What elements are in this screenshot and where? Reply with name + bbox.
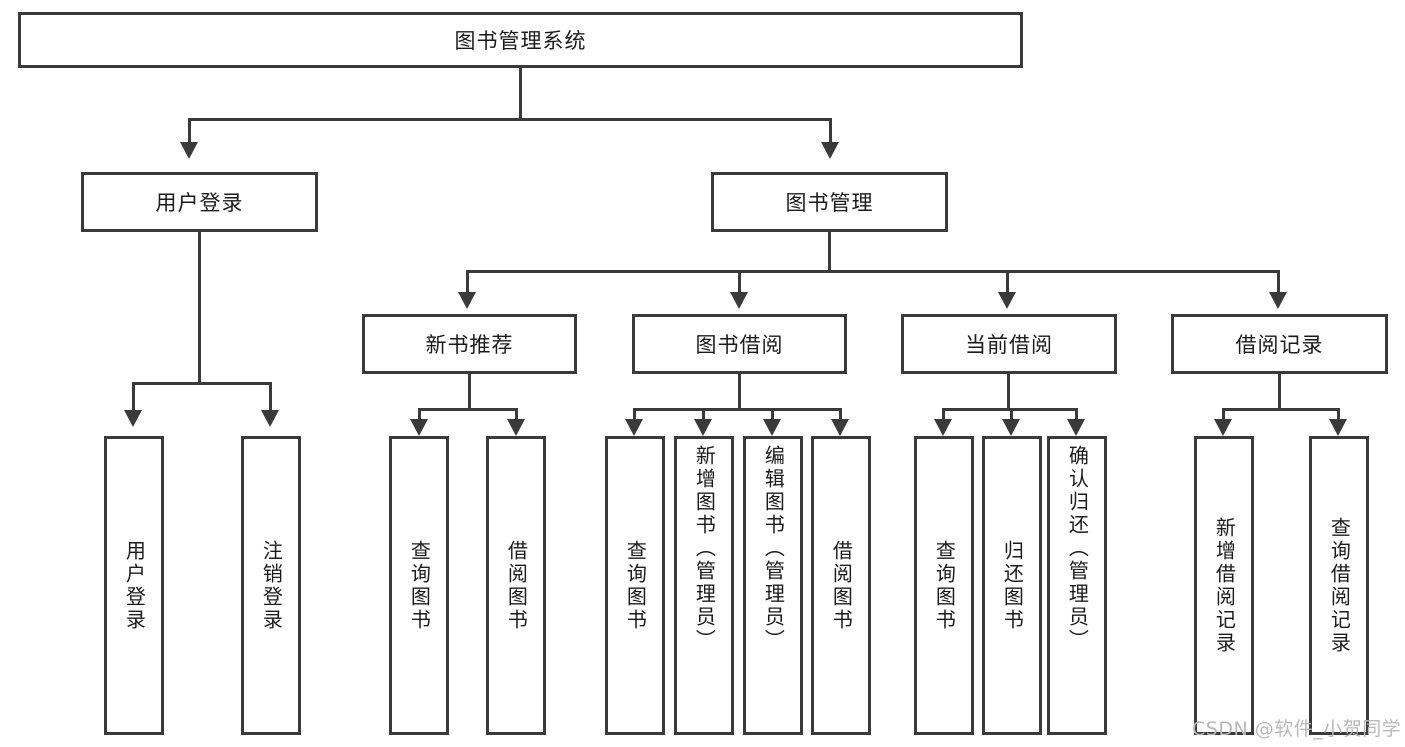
arrowhead-book-borrow-leaf2 xyxy=(694,419,712,436)
arrowhead-book-borrow-leaf4 xyxy=(831,419,849,436)
leaf-label: 查询图书 xyxy=(407,539,432,632)
node-label: 新书推荐 xyxy=(425,333,514,357)
leaf-label: 借阅图书 xyxy=(829,539,854,632)
leaf-borrow-book-recommend[interactable]: 借阅图书 xyxy=(486,436,546,735)
leaf-query-book-recommend[interactable]: 查询图书 xyxy=(389,436,449,735)
node-label: 用户登录 xyxy=(155,191,244,215)
node-label: 图书借阅 xyxy=(695,333,784,357)
arrowhead-user-login-leaf1 xyxy=(124,410,142,427)
arrowhead-to-current-borrow xyxy=(998,292,1016,309)
node-new-book-recommend[interactable]: 新书推荐 xyxy=(362,314,577,374)
leaf-query-book-current[interactable]: 查询图书 xyxy=(914,436,974,735)
arrowhead-borrow-record-leaf2 xyxy=(1329,419,1347,436)
connector-book-borrow-leaf3 xyxy=(771,408,774,426)
node-current-borrow[interactable]: 当前借阅 xyxy=(901,314,1117,374)
leaf-query-book-borrow[interactable]: 查询图书 xyxy=(605,436,665,735)
connector-root-to-user-login xyxy=(188,118,191,147)
leaf-borrow-book[interactable]: 借阅图书 xyxy=(811,436,871,735)
arrowhead-to-borrow-record xyxy=(1269,292,1287,309)
connector-to-new-book xyxy=(466,270,469,296)
node-user-login[interactable]: 用户登录 xyxy=(81,172,318,232)
arrowhead-to-new-book xyxy=(458,292,476,309)
leaf-label: 借阅图书 xyxy=(504,539,529,632)
connector-current-borrow-bus xyxy=(942,408,1075,411)
connector-to-borrow-record xyxy=(1277,270,1280,296)
leaf-label: 编辑图书（管理员） xyxy=(761,445,786,652)
leaf-confirm-return-admin[interactable]: 确认归还（管理员） xyxy=(1047,436,1107,735)
connector-user-login-leaf2 xyxy=(269,382,272,413)
leaf-add-book-admin[interactable]: 新增图书（管理员） xyxy=(674,436,734,735)
node-label: 借阅记录 xyxy=(1235,333,1324,357)
connector-user-login-bus xyxy=(132,382,272,385)
connector-book-manage-bus xyxy=(466,270,1278,273)
connector-book-borrow-stem xyxy=(738,374,741,410)
connector-user-login-stem xyxy=(198,232,201,382)
leaf-label: 归还图书 xyxy=(1000,539,1025,632)
leaf-return-book[interactable]: 归还图书 xyxy=(982,436,1042,735)
connector-current-borrow-leaf2 xyxy=(1010,408,1013,426)
arrowhead-book-borrow-leaf1 xyxy=(625,419,643,436)
arrowhead-user-login-leaf2 xyxy=(261,410,279,427)
connector-book-borrow-leaf1 xyxy=(633,408,636,426)
arrowhead-current-borrow-leaf2 xyxy=(1002,419,1020,436)
connector-root-to-book-manage xyxy=(829,118,832,147)
connector-book-borrow-leaf4 xyxy=(839,408,842,426)
arrowhead-current-borrow-leaf1 xyxy=(934,419,952,436)
arrowhead-current-borrow-leaf3 xyxy=(1067,419,1085,436)
arrowhead-root-to-user-login xyxy=(180,142,198,159)
connector-new-book-stem xyxy=(468,374,471,410)
node-borrow-record[interactable]: 借阅记录 xyxy=(1171,314,1388,374)
connector-borrow-record-leaf1 xyxy=(1222,408,1225,426)
connector-book-borrow-leaf2 xyxy=(702,408,705,426)
connector-borrow-record-stem xyxy=(1278,374,1281,410)
connector-current-borrow-stem xyxy=(1007,374,1010,410)
leaf-edit-book-admin[interactable]: 编辑图书（管理员） xyxy=(743,436,803,735)
leaf-label: 新增图书（管理员） xyxy=(692,445,717,652)
leaf-label: 用户登录 xyxy=(122,539,147,632)
node-label: 当前借阅 xyxy=(965,333,1053,357)
leaf-query-borrow-record[interactable]: 查询借阅记录 xyxy=(1309,436,1369,735)
connector-current-borrow-leaf3 xyxy=(1075,408,1078,426)
connector-book-borrow-bus xyxy=(633,408,841,411)
arrowhead-new-book-leaf2 xyxy=(507,419,525,436)
leaf-label: 查询借阅记录 xyxy=(1327,516,1352,655)
leaf-label: 注销登录 xyxy=(259,539,284,632)
connector-to-current-borrow xyxy=(1006,270,1009,296)
connector-current-borrow-leaf1 xyxy=(942,408,945,426)
leaf-label: 查询图书 xyxy=(623,539,648,632)
connector-borrow-record-leaf2 xyxy=(1337,408,1340,426)
arrowhead-new-book-leaf1 xyxy=(410,419,428,436)
node-label: 图书管理系统 xyxy=(454,29,587,53)
connector-user-login-leaf1 xyxy=(132,382,135,413)
node-label: 图书管理 xyxy=(785,191,874,215)
leaf-label: 确认归还（管理员） xyxy=(1065,445,1090,652)
arrowhead-root-to-book-manage xyxy=(821,142,839,159)
leaf-logout[interactable]: 注销登录 xyxy=(241,436,301,735)
connector-borrow-record-bus xyxy=(1222,408,1340,411)
watermark-csdn: CSDN @软件_小贺同学 xyxy=(1192,718,1402,740)
connector-to-book-borrow xyxy=(738,270,741,296)
node-root-book-management-system[interactable]: 图书管理系统 xyxy=(18,12,1023,68)
node-book-borrow[interactable]: 图书借阅 xyxy=(632,314,847,374)
arrowhead-borrow-record-leaf1 xyxy=(1214,419,1232,436)
leaf-add-borrow-record[interactable]: 新增借阅记录 xyxy=(1194,436,1254,735)
connector-book-manage-stem xyxy=(828,232,831,270)
leaf-label: 新增借阅记录 xyxy=(1212,516,1237,655)
connector-root-stem xyxy=(519,68,522,118)
connector-new-book-leaf2 xyxy=(515,408,518,426)
leaf-user-login[interactable]: 用户登录 xyxy=(104,436,164,735)
connector-root-bus xyxy=(188,118,832,121)
node-book-management[interactable]: 图书管理 xyxy=(711,172,948,232)
arrowhead-book-borrow-leaf3 xyxy=(763,419,781,436)
connector-new-book-leaf1 xyxy=(418,408,421,426)
leaf-label: 查询图书 xyxy=(932,539,957,632)
arrowhead-to-book-borrow xyxy=(730,292,748,309)
connector-new-book-bus xyxy=(418,408,518,411)
